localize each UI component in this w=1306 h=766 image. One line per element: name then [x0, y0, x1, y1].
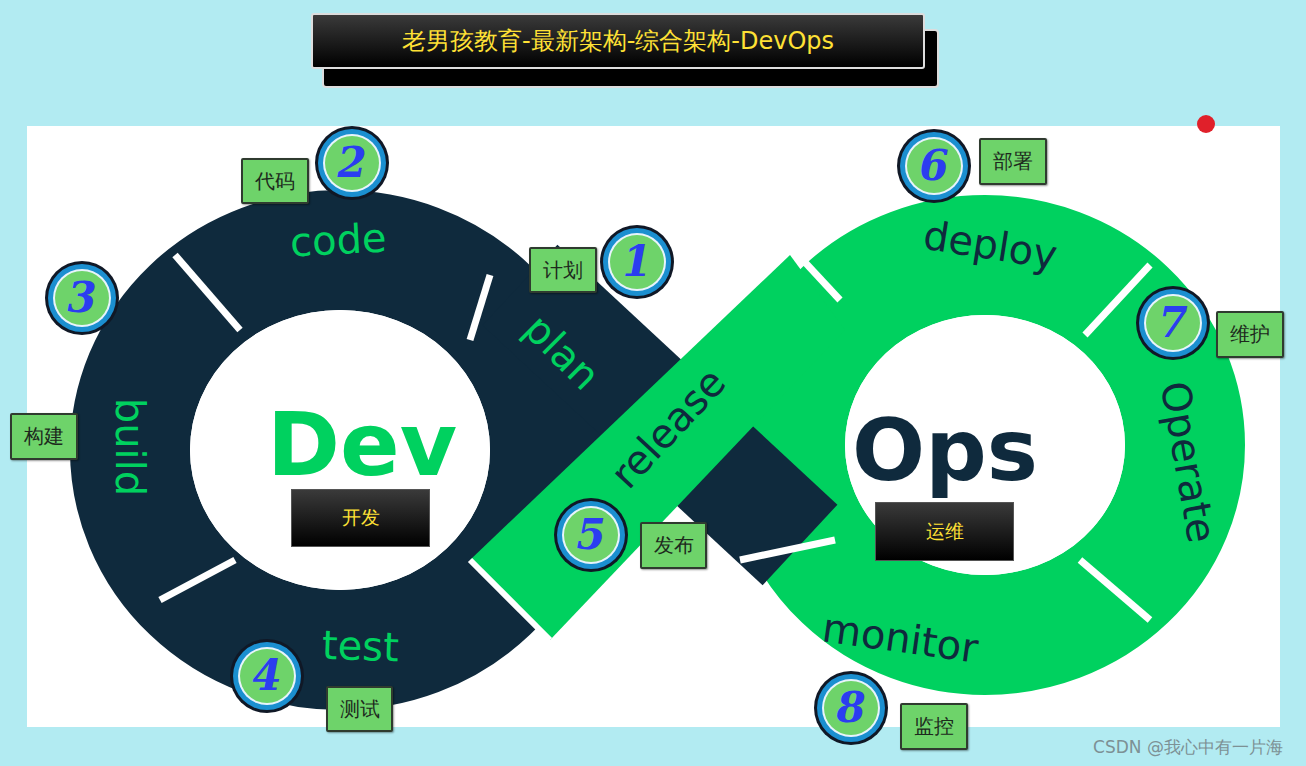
dev-loop: [130, 250, 550, 650]
title-box: 老男孩教育-最新架构-综合架构-DevOps: [311, 13, 925, 69]
step-label: 代码: [241, 158, 309, 204]
callout-number: 8: [836, 687, 865, 729]
step-label: 维护: [1216, 311, 1284, 358]
dev-hole: [190, 310, 490, 590]
callout-circle: 7: [1135, 285, 1211, 361]
node-text: 监控: [914, 713, 954, 740]
white-panel: [27, 126, 1280, 727]
step-label: 部署: [979, 138, 1047, 185]
band-word: release: [604, 361, 733, 495]
node-text: 部署: [993, 148, 1033, 175]
callout-circle: 5: [553, 497, 629, 573]
title-text: 老男孩教育-最新架构-综合架构-DevOps: [402, 25, 834, 57]
band-word: deploy: [920, 215, 1059, 276]
loop-title: Dev: [267, 401, 457, 489]
node-text: 构建: [24, 423, 64, 450]
callout-circle: 4: [229, 638, 305, 714]
step-label: 监控: [900, 703, 968, 750]
callout-number: 6: [919, 145, 948, 187]
callout-number: 7: [1158, 302, 1187, 344]
step-label: 计划: [529, 247, 597, 293]
red-dot: [1197, 115, 1215, 133]
node-text: 代码: [255, 168, 295, 195]
step-label: 发布: [640, 522, 707, 569]
node-text: 维护: [1230, 321, 1270, 348]
band-word: code: [289, 218, 387, 263]
phase-box: 开发: [291, 489, 430, 547]
watermark: CSDN @我心中有一片海: [1093, 739, 1283, 756]
band-word: build: [110, 398, 150, 496]
node-text: 测试: [340, 696, 380, 723]
callout-circle: 3: [44, 260, 120, 336]
band-word: monitor: [820, 607, 981, 668]
callout-circle: 8: [813, 670, 889, 746]
node-text: 发布: [654, 532, 694, 559]
callout-number: 2: [337, 142, 366, 184]
callout-number: 1: [622, 241, 651, 283]
loop-title: Ops: [852, 407, 1038, 493]
band-word: plan: [517, 307, 606, 396]
node-text: 计划: [543, 257, 583, 284]
phase-box: 运维: [875, 502, 1014, 561]
ops-hole: [845, 315, 1125, 575]
band-word: Operate: [1154, 378, 1222, 545]
release-band: [470, 255, 845, 640]
node-text: 开发: [342, 505, 380, 531]
node-text: 运维: [926, 519, 964, 545]
band-word: test: [321, 625, 399, 668]
step-label: 构建: [10, 413, 78, 460]
callout-circle: 2: [314, 125, 390, 201]
step-label: 测试: [326, 686, 393, 732]
callout-circle: 6: [896, 128, 972, 204]
band-gap: [470, 560, 550, 640]
ops-loop: [785, 255, 1185, 635]
callout-number: 3: [67, 277, 96, 319]
callout-number: 5: [576, 514, 605, 556]
callout-circle: 1: [599, 224, 675, 300]
callout-number: 4: [252, 655, 281, 697]
